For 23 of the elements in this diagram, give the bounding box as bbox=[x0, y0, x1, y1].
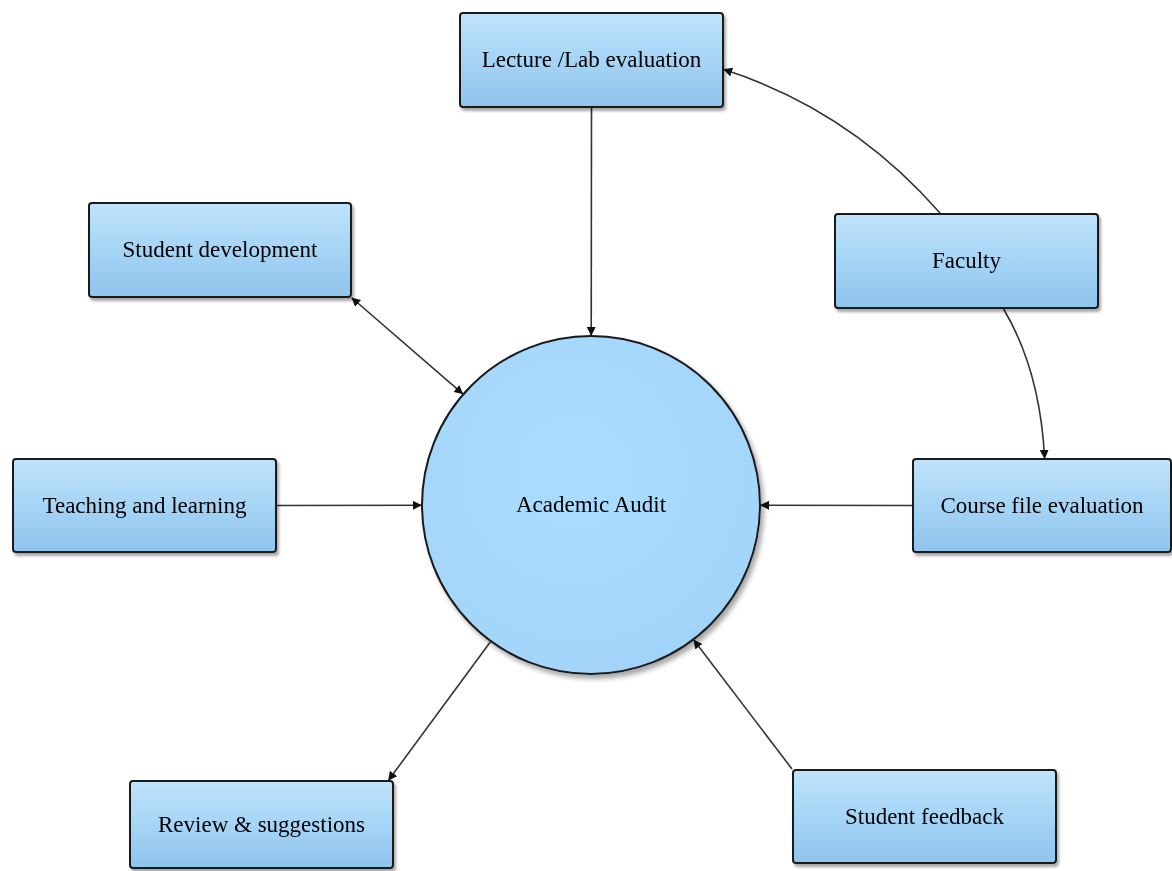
process-box bbox=[459, 12, 724, 108]
process-box bbox=[792, 769, 1057, 864]
node-label: Review & suggestions bbox=[158, 810, 365, 839]
node-label: Faculty bbox=[932, 247, 1001, 275]
arrow bbox=[723, 68, 941, 214]
process-box bbox=[834, 213, 1099, 309]
process-box bbox=[12, 458, 277, 553]
process-box bbox=[912, 458, 1172, 553]
arrow bbox=[1002, 308, 1049, 459]
arrow bbox=[276, 500, 422, 510]
node-label: Student development bbox=[122, 236, 318, 264]
arrow bbox=[586, 107, 596, 336]
arrow bbox=[387, 641, 492, 781]
arrow bbox=[693, 639, 793, 770]
process-box bbox=[88, 202, 352, 298]
node-label: Course file evaluation bbox=[940, 491, 1144, 520]
process-box bbox=[129, 780, 394, 869]
arrow bbox=[351, 297, 464, 395]
arrow bbox=[760, 500, 913, 510]
node-label: Lecture /Lab evaluation bbox=[481, 46, 702, 74]
node-label: Teaching and learning bbox=[42, 491, 247, 520]
node-label: Student feedback bbox=[845, 802, 1004, 831]
node-label: Academic Audit bbox=[515, 491, 667, 519]
